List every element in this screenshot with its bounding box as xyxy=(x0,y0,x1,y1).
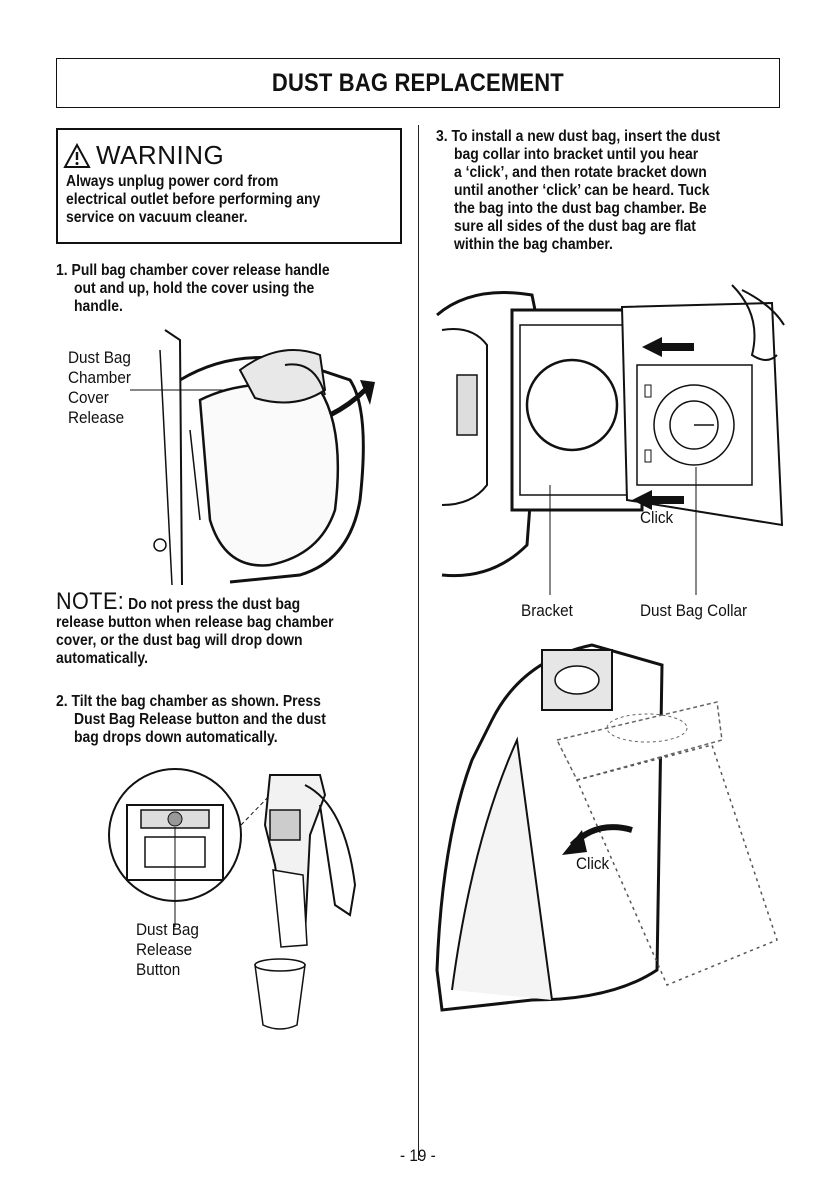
title-box: DUST BAG REPLACEMENT xyxy=(56,58,780,108)
step-1-line: handle. xyxy=(74,298,123,315)
vacuum-cover-illustration xyxy=(130,329,375,586)
step-1-line: out and up, hold the cover using the xyxy=(74,280,315,297)
step-3-line: sure all sides of the dust bag are flat xyxy=(454,218,696,235)
step-3-line: bag collar into bracket until you hear xyxy=(454,146,699,163)
warning-line: electrical outlet before performing any xyxy=(66,191,321,208)
release-button-label: Dust Bag Release Button xyxy=(136,920,199,980)
step-2-line: 2. Tilt the bag chamber as shown. Press xyxy=(56,693,321,710)
step-2-text: 2. Tilt the bag chamber as shown. Press … xyxy=(56,693,398,747)
page-title: DUST BAG REPLACEMENT xyxy=(272,68,564,97)
warning-heading: WARNING xyxy=(63,140,225,171)
label-line: Chamber xyxy=(68,368,131,387)
step-3-line: within the bag chamber. xyxy=(454,236,613,253)
step-2-line: bag drops down automatically. xyxy=(74,729,278,746)
chamber-cover-release-label: Dust Bag Chamber Cover Release xyxy=(68,348,131,428)
label-line: Release xyxy=(68,408,125,427)
note-line-text: Do not press the dust bag xyxy=(128,596,301,613)
dust-bag-collar-label: Dust Bag Collar xyxy=(640,601,748,620)
warning-text: Always unplug power cord from electrical… xyxy=(66,173,390,227)
bracket-label: Bracket xyxy=(521,601,573,620)
label-line: Dust Bag xyxy=(68,348,131,367)
step-3-line: 3. To install a new dust bag, insert the… xyxy=(436,128,721,145)
step-3-line: a ‘click’, and then rotate bracket down xyxy=(454,164,707,181)
note-text: NOTE: Do not press the dust bag release … xyxy=(56,590,407,668)
step-3-line: the bag into the dust bag chamber. Be xyxy=(454,200,707,217)
step-1-text: 1. Pull bag chamber cover release handle… xyxy=(56,262,398,316)
warning-box xyxy=(56,128,402,244)
label-line: Button xyxy=(136,960,181,979)
rotate-bracket-illustration xyxy=(435,643,778,1012)
label-line: Dust Bag xyxy=(136,920,199,939)
step-3-text: 3. To install a new dust bag, insert the… xyxy=(436,128,787,254)
warning-line: service on vacuum cleaner. xyxy=(66,209,248,226)
step-3-line: until another ‘click’ can be heard. Tuck xyxy=(454,182,710,199)
warning-line: Always unplug power cord from xyxy=(66,173,279,190)
label-line: Cover xyxy=(68,388,109,407)
note-line: NOTE: Do not press the dust bag xyxy=(56,590,407,614)
click-label-2: Click xyxy=(576,854,610,873)
note-line: release button when release bag chamber xyxy=(56,614,334,631)
column-divider xyxy=(418,125,419,1160)
page-number: - 19 - xyxy=(399,1146,436,1165)
warning-title: WARNING xyxy=(96,140,225,170)
bag-collar-illustration xyxy=(436,284,785,595)
warning-triangle-icon xyxy=(63,142,91,168)
step-1-line: 1. Pull bag chamber cover release handle xyxy=(56,262,330,279)
note-line: cover, or the dust bag will drop down xyxy=(56,632,303,649)
note-line: automatically. xyxy=(56,650,148,667)
release-button-illustration xyxy=(108,768,357,1030)
click-label-1: Click xyxy=(640,508,674,527)
note-heading: NOTE: xyxy=(56,588,125,615)
step-2-line: Dust Bag Release button and the dust xyxy=(74,711,326,728)
label-line: Release xyxy=(136,940,193,959)
